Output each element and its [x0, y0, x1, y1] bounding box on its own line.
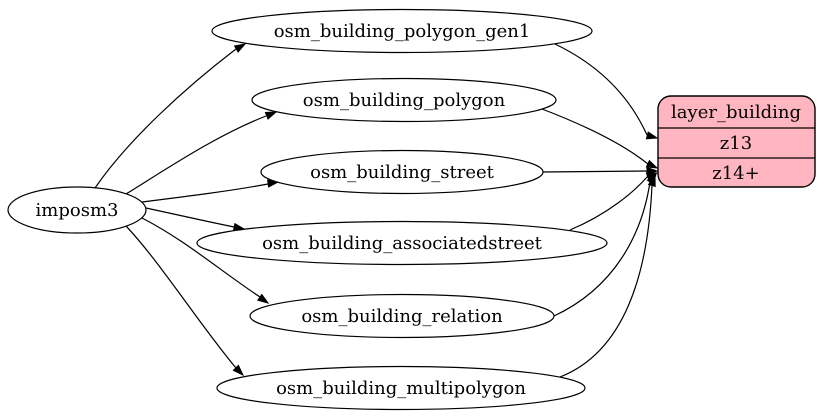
- arrowhead-osm-building-multipolygon-to-z14: [647, 174, 656, 188]
- osm-building-associatedstreet-ellipse: [196, 220, 608, 266]
- edge-osm-building-multipolygon-to-z14: [559, 184, 653, 378]
- imposm3-ellipse: [7, 186, 147, 234]
- layer-building-box: [657, 95, 816, 188]
- layer-building-row-z14: z14+: [712, 163, 759, 184]
- osm-building-polygon-label: osm_building_polygon: [303, 90, 506, 111]
- node-osm-building-associatedstreet: osm_building_associatedstreet: [196, 220, 608, 266]
- node-osm-building-polygon: osm_building_polygon: [251, 77, 557, 123]
- node-osm-building-polygon-gen1: osm_building_polygon_gen1: [211, 8, 593, 54]
- node-osm-building-multipolygon: osm_building_multipolygon: [216, 365, 586, 411]
- arrowhead-imposm3-to-osm-building-relation: [256, 293, 270, 304]
- arrowhead-imposm3-to-osm-building-polygon: [264, 111, 278, 120]
- edge-imposm3-to-osm-building-associatedstreet: [145, 207, 235, 228]
- edge-imposm3-to-osm-building-polygon: [125, 115, 267, 195]
- osm-building-polygon-gen1-ellipse: [211, 8, 593, 54]
- osm-building-multipolygon-label: osm_building_multipolygon: [276, 378, 526, 399]
- edge-imposm3-to-osm-building-multipolygon: [125, 225, 237, 369]
- osm-building-associatedstreet-label: osm_building_associatedstreet: [262, 233, 543, 254]
- node-imposm3: imposm3: [7, 186, 147, 234]
- edge-osm-building-associatedstreet-to-z14: [569, 175, 649, 231]
- osm-building-relation-label: osm_building_relation: [301, 306, 503, 327]
- arrowhead-imposm3-to-osm-building-polygon-gen1: [233, 43, 247, 53]
- osm-building-multipolygon-ellipse: [216, 365, 586, 411]
- arrowhead-osm-building-polygon-gen1-to-z13: [645, 131, 659, 140]
- edge-imposm3-to-osm-building-street: [141, 183, 269, 203]
- edge-osm-building-street-to-z14: [541, 170, 648, 173]
- edge-imposm3-to-osm-building-relation: [141, 217, 261, 298]
- osm-building-polygon-gen1-label: osm_building_polygon_gen1: [274, 21, 531, 42]
- node-osm-building-relation: osm_building_relation: [249, 293, 555, 339]
- edge-imposm3-to-osm-building-polygon-gen1: [94, 48, 237, 189]
- node-osm-building-street: osm_building_street: [260, 149, 544, 195]
- osm-building-street-ellipse: [260, 149, 544, 195]
- edge-osm-building-polygon-gen1-to-z13: [554, 43, 648, 136]
- layer-building-row-z13: z13: [720, 133, 752, 154]
- imposm3-label: imposm3: [36, 200, 119, 221]
- arrowhead-imposm3-to-osm-building-multipolygon: [232, 364, 245, 377]
- osm-building-polygon-ellipse: [251, 77, 557, 123]
- edge-osm-building-relation-to-z14: [553, 181, 651, 317]
- arrowhead-osm-building-polygon-to-z14: [645, 159, 659, 169]
- osm-building-relation-ellipse: [249, 293, 555, 339]
- edge-osm-building-polygon-to-z14: [541, 108, 649, 165]
- osm-building-street-label: osm_building_street: [310, 162, 495, 183]
- layer-building-title: layer_building: [671, 102, 801, 123]
- node-layer-building: layer_building z13 z14+: [657, 95, 816, 188]
